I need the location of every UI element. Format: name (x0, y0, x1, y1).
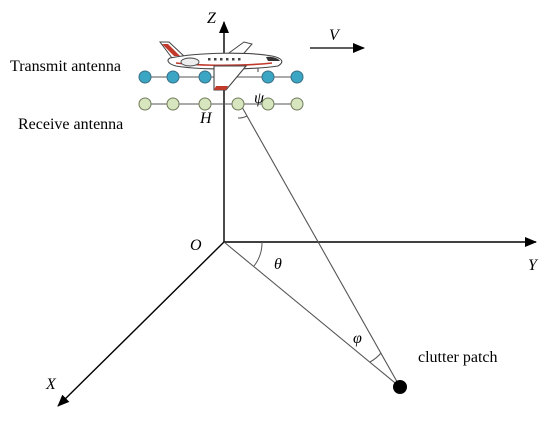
transmit-element (290, 70, 304, 84)
transmit-element (261, 70, 275, 84)
y-axis-label: Y (528, 257, 539, 274)
receive-element (261, 97, 275, 111)
airplane-icon (159, 41, 283, 91)
theta-angle-arc (253, 241, 263, 267)
x-axis-label: X (45, 376, 57, 393)
receive-element (166, 97, 180, 111)
phi-angle-label: φ (353, 330, 362, 347)
theta-angle-label: θ (274, 256, 282, 273)
origin-label: O (190, 237, 202, 254)
clutter-patch-label: clutter patch (418, 349, 498, 366)
x-axis (57, 241, 225, 407)
transmit-element (138, 70, 152, 84)
receive-antenna-array (138, 97, 304, 111)
height-label: H (199, 110, 213, 127)
transmit-element (198, 70, 212, 84)
receive-element (198, 97, 212, 111)
psi-angle-label: ψ (254, 90, 265, 107)
velocity-label: V (329, 27, 341, 44)
z-axis-label: Z (207, 10, 217, 27)
psi-angle-arc (237, 115, 248, 119)
slant-range-line (237, 99, 401, 388)
receive-element (290, 97, 304, 111)
transmit-antenna-label: Transmit antenna (10, 58, 121, 75)
transmit-element (166, 70, 180, 84)
receive-element (231, 97, 245, 111)
receive-antenna-label: Receive antenna (18, 116, 123, 133)
phi-angle-arc (369, 352, 382, 363)
clutter-patch-dot (393, 380, 407, 394)
receive-element (138, 97, 152, 111)
ground-projection-line (223, 241, 401, 388)
